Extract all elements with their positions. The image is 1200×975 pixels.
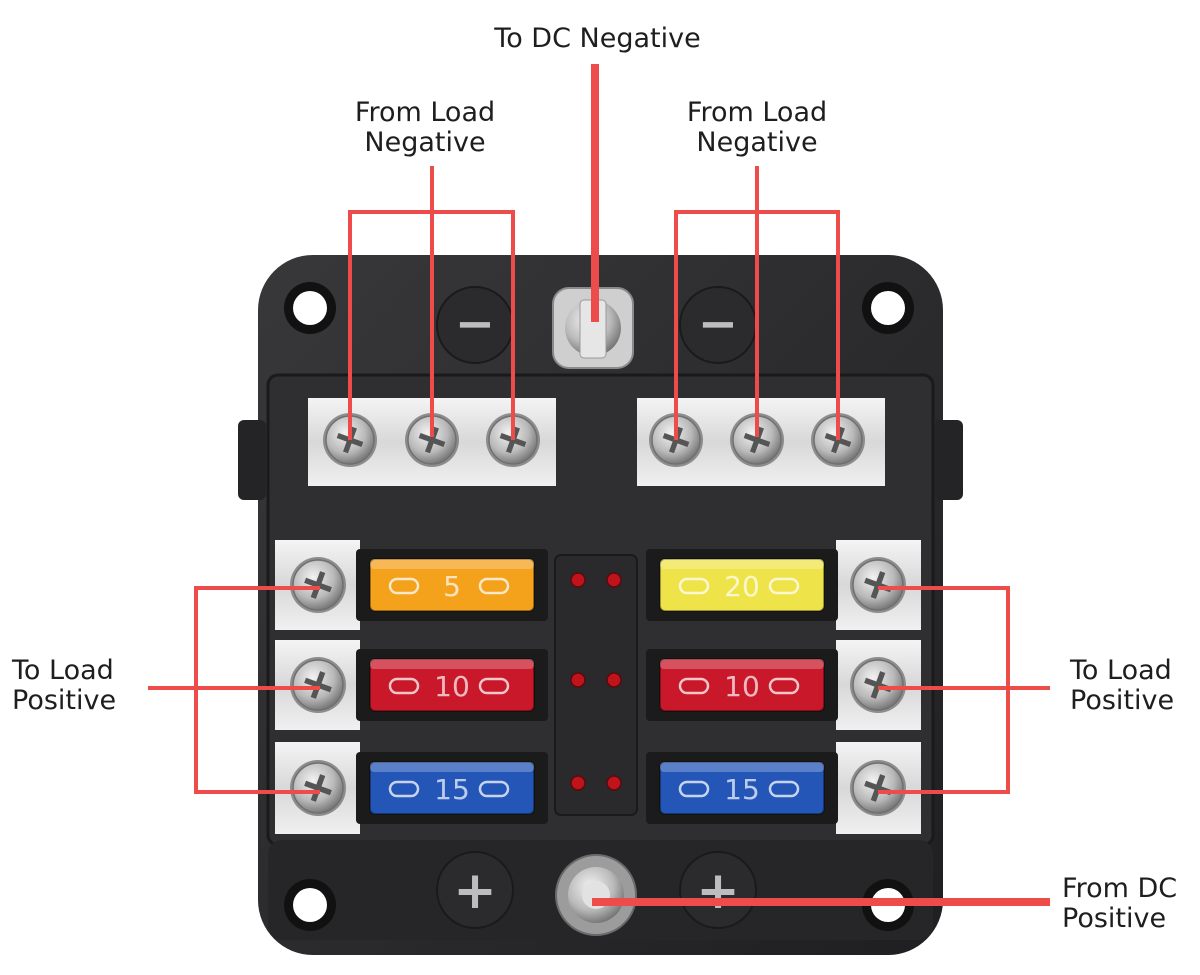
positive-terminal-screws <box>290 557 906 816</box>
fuse-right-1[interactable]: 20 <box>659 558 825 612</box>
positive-screw-left-1 <box>290 557 346 613</box>
positive-screw-left-2 <box>290 657 346 713</box>
fuse-rating: 15 <box>434 773 470 806</box>
led-1-1 <box>570 572 586 588</box>
fuse-right-2[interactable]: 10 <box>659 658 825 712</box>
positive-screw-right-1 <box>850 557 906 613</box>
negative-symbol-right: − <box>698 296 738 352</box>
positive-screw-left-3 <box>290 760 346 816</box>
fuse-rating: 20 <box>724 570 760 603</box>
negative-symbol-left: − <box>455 296 495 352</box>
fuse-rating: 5 <box>443 570 461 603</box>
negative-markers: − − <box>436 286 757 364</box>
led-3-2 <box>606 775 622 791</box>
led-indicator-strip <box>554 554 638 816</box>
fuse-left-1[interactable]: 5 <box>369 558 535 612</box>
label-to-dc-negative: To DC Negative <box>494 23 701 54</box>
positive-screw-right-2 <box>850 657 906 713</box>
callout-lines <box>148 64 1050 906</box>
fuse-rating: 10 <box>724 670 760 703</box>
led-2-2 <box>606 672 622 688</box>
positive-screw-right-3 <box>850 760 906 816</box>
positive-symbol-left: + <box>453 861 497 921</box>
led-3-1 <box>570 775 586 791</box>
positive-stud-bottom <box>555 854 637 936</box>
positive-markers: + + <box>436 851 757 929</box>
led-1-2 <box>606 572 622 588</box>
fuse-left-3[interactable]: 15 <box>369 761 535 815</box>
label-from-load-negative-right: From Load Negative <box>686 97 828 158</box>
negative-screw-left-2 <box>405 413 459 467</box>
led-2-1 <box>570 672 586 688</box>
negative-screw-right-2 <box>730 413 784 467</box>
fuse-rating: 15 <box>724 773 760 806</box>
label-to-load-positive-right: To Load Positive <box>1070 655 1175 716</box>
positive-symbol-right: + <box>696 861 740 921</box>
label-to-load-positive-left: To Load Positive <box>12 655 117 716</box>
fuse-rating: 10 <box>434 670 470 703</box>
label-from-load-negative-left: From Load Negative <box>354 97 496 158</box>
fuse-right-3[interactable]: 15 <box>659 761 825 815</box>
negative-stud-top <box>552 287 634 369</box>
blade-fuses: 5 10 15 20 10 15 <box>369 558 825 815</box>
label-from-dc-positive: From DC Positive <box>1062 873 1178 934</box>
fuse-left-2[interactable]: 10 <box>369 658 535 712</box>
mounting-holes <box>284 282 914 931</box>
